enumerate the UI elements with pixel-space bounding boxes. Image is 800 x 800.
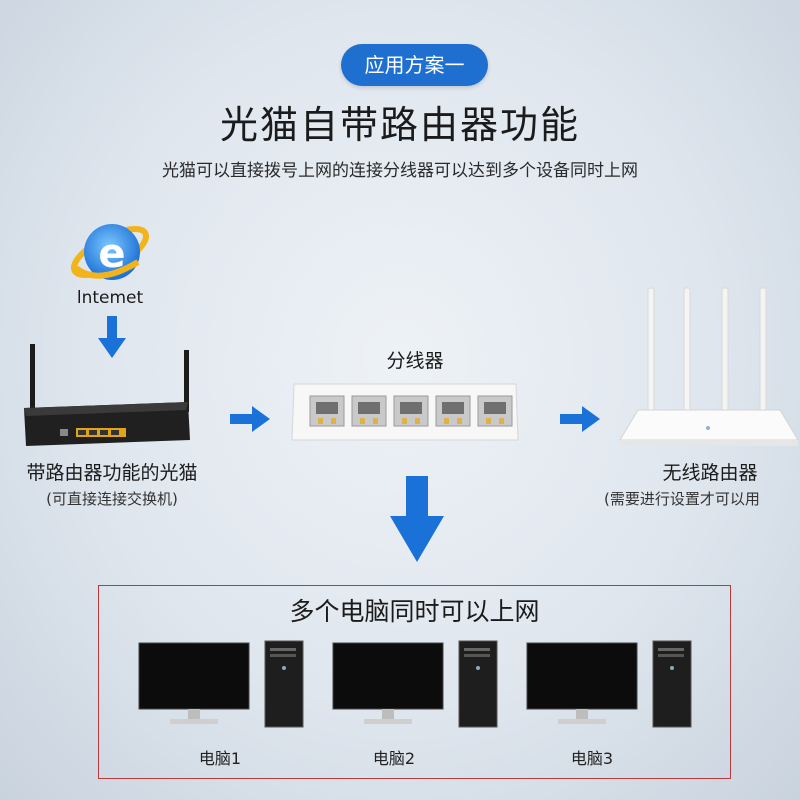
page-subtitle: 光猫可以直接拨号上网的连接分线器可以达到多个设备同时上网 [162,161,638,181]
page-title: 光猫自带路由器功能 [219,103,580,147]
arrow-right-icon [560,406,600,432]
computer-label: 电脑3 [570,749,614,768]
computer-label: 电脑1 [198,749,242,768]
computer-2 [332,640,502,732]
arrow-right-icon [230,406,270,432]
optical-modem-router [20,344,192,454]
arrow-down-icon [390,476,444,562]
pc-tower-icon [652,640,692,728]
modem-label: 带路由器功能的光猫 [26,462,198,484]
router-label: 无线路由器 [662,462,758,484]
internet-label: lntemet [76,288,144,308]
wireless-router [618,286,800,450]
computer-label: 电脑2 [372,749,416,768]
router-note: (需要进行设置才可以用 [604,490,760,508]
computers-section [98,585,731,779]
monitor-icon [332,642,444,724]
splitter-label: 分线器 [386,350,444,372]
arrow-down-icon [98,316,126,358]
pc-tower-icon [264,640,304,728]
monitor-icon [526,642,638,724]
solution-badge: 应用方案一 [341,44,488,86]
pc-tower-icon [458,640,498,728]
network-switch [290,380,520,444]
monitor-icon [138,642,250,724]
computer-1 [138,640,308,732]
computer-3 [526,640,696,732]
computers-title: 多个电脑同时可以上网 [289,597,540,626]
modem-note: (可直接连接交换机) [46,490,178,508]
internet-explorer-icon: e [68,212,152,288]
